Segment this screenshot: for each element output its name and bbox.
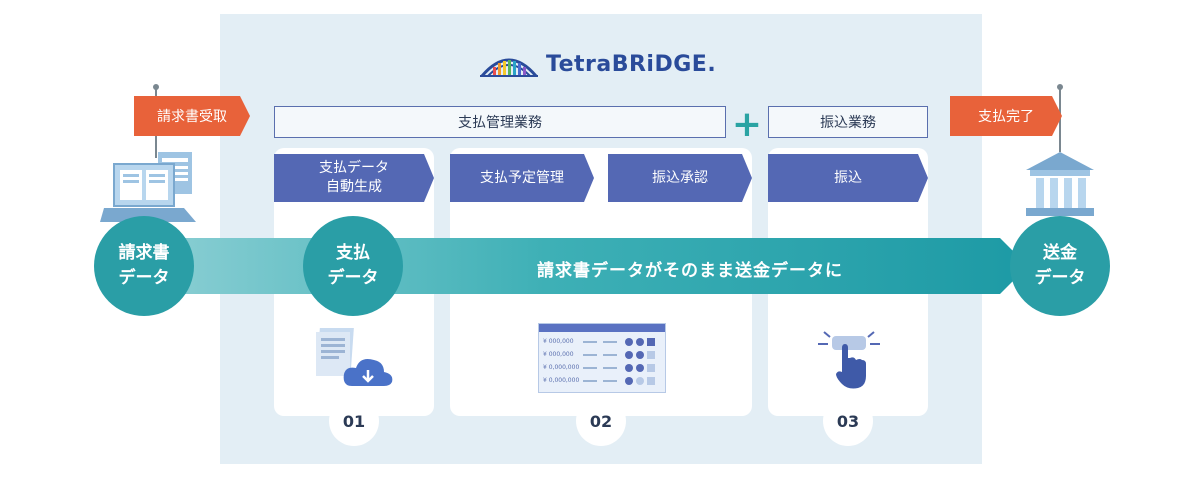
- bank-icon: [1026, 152, 1094, 216]
- step-transfer-approval: 振込承認: [608, 154, 752, 202]
- cloud-download-icon: [316, 328, 393, 386]
- brand-logo: TetraBRiDGE.: [480, 44, 740, 84]
- flag-payment-complete: 支払完了: [950, 96, 1062, 136]
- section-transfer-business: 振込業務: [768, 106, 928, 138]
- screen-titlebar: [539, 324, 665, 332]
- payment-table-screen: ¥ 000,000 ¥ 000,000 ¥ 0,000,000 ¥ 0,000,…: [538, 323, 666, 393]
- press-button-icon: [818, 331, 880, 389]
- step-number-02: 02: [576, 396, 626, 446]
- flag-pole-cap-end: [1057, 84, 1063, 90]
- section-payment-management: 支払管理業務: [274, 106, 726, 138]
- flag-pole-cap-start: [153, 84, 159, 90]
- payment-data-circle: 支払 データ: [303, 216, 403, 316]
- step-transfer: 振込: [768, 154, 928, 202]
- invoice-data-circle: 請求書 データ: [94, 216, 194, 316]
- table-row: ¥ 000,000: [543, 335, 661, 348]
- step-number-01: 01: [329, 396, 379, 446]
- table-row: ¥ 0,000,000: [543, 361, 661, 374]
- flag-invoice-received: 請求書受取: [134, 96, 250, 136]
- remit-data-circle: 送金 データ: [1010, 216, 1110, 316]
- plus-icon: +: [731, 104, 763, 145]
- step-auto-generate: 支払データ 自動生成: [274, 154, 434, 202]
- table-row: ¥ 000,000: [543, 348, 661, 361]
- table-row: ¥ 0,000,000: [543, 374, 661, 387]
- laptop-invoice-icon: [100, 152, 196, 222]
- brand-name: TetraBRiDGE.: [546, 51, 717, 77]
- step-payment-schedule: 支払予定管理: [450, 154, 594, 202]
- flow-text: 請求書データがそのまま送金データに: [537, 261, 843, 281]
- step-number-03: 03: [823, 396, 873, 446]
- bridge-icon: [480, 58, 538, 77]
